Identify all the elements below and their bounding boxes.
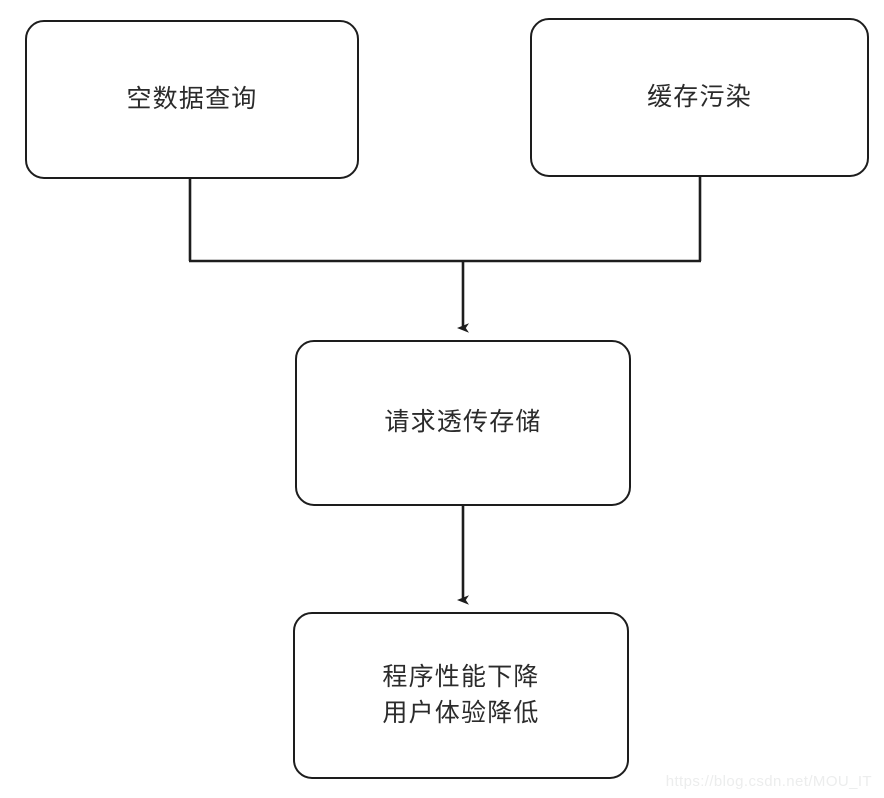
node-passthrough[interactable]: 请求透传存储 <box>295 340 631 506</box>
node-cache-pollution[interactable]: 缓存污染 <box>530 18 869 177</box>
node-cache-pollution-label: 缓存污染 <box>647 82 752 111</box>
node-impact[interactable]: 程序性能下降 用户体验降低 <box>293 612 629 779</box>
node-empty-query[interactable]: 空数据查询 <box>25 20 359 179</box>
node-passthrough-label: 请求透传存储 <box>384 408 542 437</box>
node-impact-label: 程序性能下降 用户体验降低 <box>382 663 540 727</box>
watermark-text: https://blog.csdn.net/MOU_IT <box>665 773 872 790</box>
node-empty-query-label: 空数据查询 <box>126 84 258 113</box>
